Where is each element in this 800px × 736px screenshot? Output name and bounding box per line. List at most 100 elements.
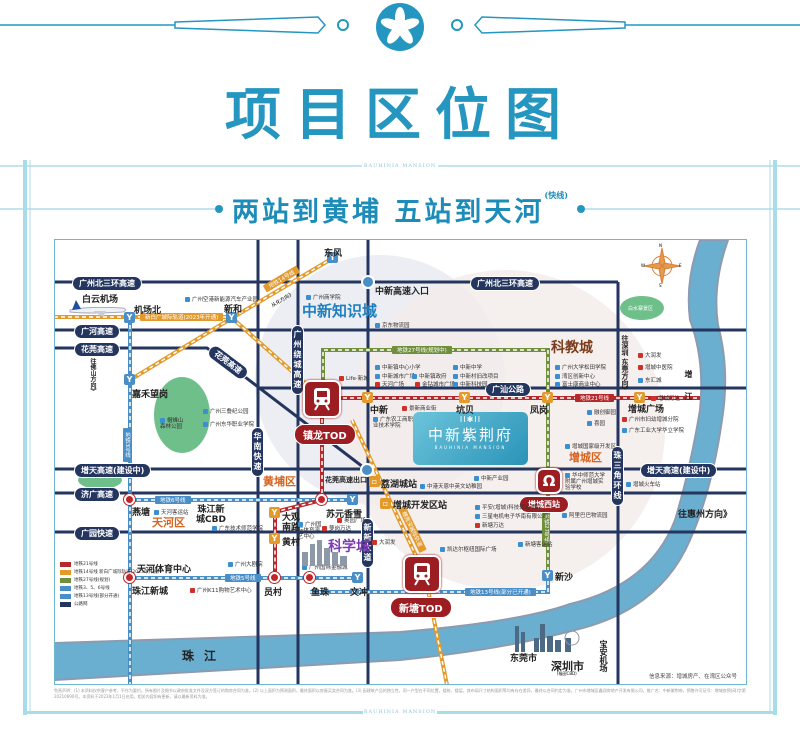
legend-label: 地铁3、5、6号线 xyxy=(74,586,110,591)
poi-label: 广州国际金融城 xyxy=(302,563,348,571)
interchange-icon xyxy=(269,572,280,583)
poi-label: 广州大剧院 xyxy=(228,560,263,568)
project-marker[interactable]: II✱II 中新紫荆府 BAUHINIA MANSION xyxy=(413,412,528,465)
poi-label: 广州国际体育演艺中心 xyxy=(298,522,322,540)
poi-label: 增城火车站 xyxy=(626,480,661,488)
place-label: 员村 xyxy=(264,588,283,598)
district-zhishi: 中新知识城 xyxy=(302,302,378,320)
slogan-note: (快线) xyxy=(544,190,568,200)
legend-item: 地铁21号线 xyxy=(60,560,159,568)
poi-label: 凯达尔枢纽国际广场 xyxy=(440,545,497,553)
legend: 地铁21号线 地铁14号线 新白广城际轨道(2023年开通) 地铁27号线(规划… xyxy=(60,560,159,608)
river-pearl xyxy=(55,240,730,681)
disclaimer: 免责声明：(1) 本资料仅供客户参考，不作为要约。所有图片及细节以政府批准文件及… xyxy=(54,688,746,699)
poi-label: 中新城市广场 xyxy=(375,372,415,380)
road-label: 华南快速 xyxy=(251,427,264,477)
poi-label: 华中师范大学附属广州增城实验学校 xyxy=(565,473,606,491)
metro-label-3: 地铁3号线 xyxy=(123,428,131,462)
place-label: 苏元 xyxy=(326,510,345,520)
poi-label: 阿里巴巴物流园 xyxy=(562,511,608,519)
poi-label: 白水寨景区 xyxy=(628,306,654,312)
legend-item: 地铁13号线(部分开通) xyxy=(60,592,159,600)
place-label: 燕塘 xyxy=(132,508,151,518)
poi-label: 新塘万达 xyxy=(475,521,504,529)
road-label: 花莞高速 xyxy=(74,342,120,357)
compass-icon xyxy=(643,247,681,285)
place-label: 大观南路 xyxy=(282,513,301,533)
place-label: 珠江新城CBD xyxy=(196,505,226,525)
direction-label: 往深圳 东莞方向》 xyxy=(621,335,629,394)
poi-label: 广州大学松田学院 xyxy=(555,363,606,371)
metro-label-27: 地铁27号线(规划中) xyxy=(392,346,452,354)
district-kejiao: 科教城 xyxy=(551,340,593,356)
station-icon: Y xyxy=(352,572,363,583)
poi-label: 新塘客运站 xyxy=(518,540,553,548)
roundabout-zhongxin xyxy=(361,275,375,289)
road-label: 广州绕城高速 xyxy=(291,325,304,395)
page-title: 项目区位图 xyxy=(225,82,575,148)
poi-label: 中新科技园 xyxy=(453,380,488,388)
place-label: 黄村 xyxy=(282,538,301,548)
station-icon: Y xyxy=(269,507,280,518)
station-icon: Y xyxy=(226,312,237,323)
legend-item: 地铁27号线(规划) xyxy=(60,576,159,584)
place-label: 香雪 xyxy=(344,510,363,520)
legend-item: 地铁3、5、6号线 xyxy=(60,584,159,592)
tod-label: 新塘TOD xyxy=(390,597,452,618)
station-icon: Y xyxy=(347,494,358,505)
interchange-icon xyxy=(304,572,315,583)
poi-label: Life·新城 xyxy=(339,374,369,382)
station-icon: ▫ xyxy=(380,498,391,509)
project-name-en: BAUHINIA MANSION xyxy=(434,445,507,450)
bauhinia-logo-icon xyxy=(376,3,424,51)
poi-label: 中新镇政府 xyxy=(412,372,447,380)
place-label: 增城广场 xyxy=(628,405,665,415)
slogan-text: 两站到黄埔 五站到天河 xyxy=(232,197,545,228)
place-label: 凤岗 xyxy=(530,406,549,416)
poi-label: 中新村旧改项目 xyxy=(453,372,499,380)
legend-label: 地铁14号线 新白广城际轨道(2023年开通) xyxy=(74,570,160,575)
airplane-icon xyxy=(69,300,126,317)
metro-label-27v: 地铁27号线 xyxy=(542,510,550,547)
poi-label: 广东技术师范学院 xyxy=(212,524,263,532)
poi-label: 广州东华职业学院 xyxy=(203,420,254,428)
place-label: 文冲 xyxy=(350,588,369,598)
road-label: 济广高速 xyxy=(74,487,120,502)
place-label: 机场北 xyxy=(134,306,162,316)
metro-label-13: 地铁13号线(部分已开通) xyxy=(465,588,536,596)
place-label: 白云机场 xyxy=(82,295,119,305)
project-logo: II✱II xyxy=(459,415,482,424)
interchange-icon xyxy=(124,572,135,583)
place-label: (福田CBD) xyxy=(557,671,577,676)
river-label-zhujiang: 珠江 xyxy=(182,649,227,663)
legend-item: 地铁14号线 新白广城际轨道(2023年开通) xyxy=(60,568,159,576)
railway-station-icon: Ω xyxy=(536,468,562,494)
station-icon: Y xyxy=(124,374,135,385)
station-icon: Y xyxy=(362,392,373,403)
place-label: 中新高速入口 xyxy=(375,287,430,297)
poi-label: 富士康商业中心 xyxy=(555,380,601,388)
poi-label: 喜园 xyxy=(587,419,605,427)
place-label: 宝安机场 xyxy=(599,640,608,672)
road-label: 增天高速(建设中) xyxy=(74,463,152,478)
poi-label: 中新中学 xyxy=(453,363,482,371)
poi-label: 广州K11购物艺术中心 xyxy=(190,586,252,594)
slogan: 两站到黄埔 五站到天河(快线) xyxy=(0,190,800,229)
poi-label: 增城中医院 xyxy=(638,363,673,371)
direction-label: 往佛山方向》 xyxy=(89,358,96,394)
place-label: 天河体育中心 xyxy=(137,565,192,575)
poi-label: 平安(增城)科技转会项目 xyxy=(475,503,541,511)
skyline-icon xyxy=(515,624,580,652)
poi-label: 增城国家级开发区 xyxy=(565,442,616,450)
legend-item: 公路网 xyxy=(60,600,159,608)
place-label: 嘉禾望岗 xyxy=(132,390,169,400)
station-icon: Y xyxy=(269,533,280,544)
poi-label: 广州三叠纪公园 xyxy=(203,407,249,415)
poi-label: 大润发 xyxy=(638,351,662,359)
place-label: 中新 xyxy=(370,406,389,416)
road-label: 广河高速 xyxy=(74,324,120,339)
interchange-icon xyxy=(316,494,327,505)
place-label: 珠江新城 xyxy=(132,587,169,597)
park-maofeng xyxy=(154,377,210,453)
direction-label: 往惠州方向》 xyxy=(678,510,733,520)
